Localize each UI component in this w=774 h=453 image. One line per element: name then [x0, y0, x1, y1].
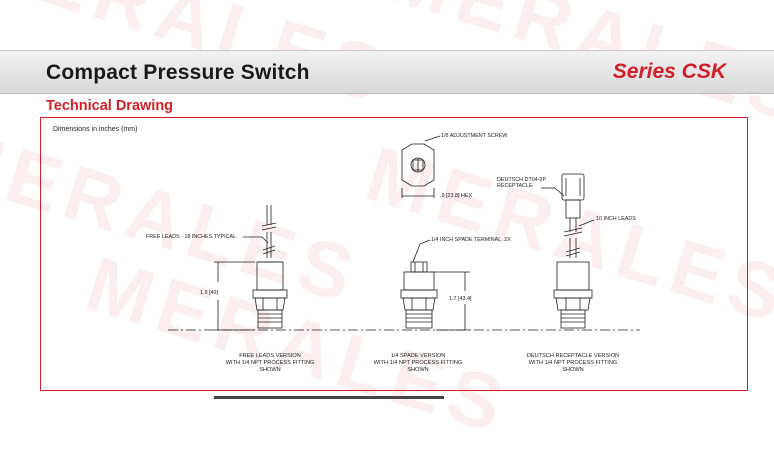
caption-line: WITH 1/4 NPT PROCESS FITTING — [373, 359, 463, 366]
caption-line: SHOWN — [259, 366, 281, 373]
deutsch-receptacle-line2: RECEPTACLE — [497, 183, 533, 190]
deutsch-receptacle-line1: DEUTSCH DT04-2P — [497, 177, 547, 183]
drawing-frame — [40, 117, 748, 391]
dimension-middle-label: 1.7 [43.4] — [449, 296, 472, 302]
technical-drawing — [168, 135, 640, 331]
section-title: Technical Drawing — [46, 98, 174, 114]
inch-leads-label: 10 INCH LEADS — [596, 216, 636, 222]
dimensions-note: Dimensions in inches (mm) — [53, 126, 138, 133]
spade-terminal-label: 1/4 INCH SPADE TERMINAL, 2X — [431, 237, 511, 243]
caption-line: WITH 1/4 NPT PROCESS FITTING — [225, 359, 315, 366]
deutsch-switch — [541, 173, 595, 329]
caption-deutsch: DEUTSCH RECEPTACLE VERSION WITH 1/4 NPT … — [508, 353, 638, 374]
caption-free-leads: FREE LEADS VERSION WITH 1/4 NPT PROCESS … — [212, 353, 328, 374]
caption-line: FREE LEADS VERSION — [239, 353, 301, 359]
caption-line: SHOWN — [562, 366, 584, 373]
page-title: Compact Pressure Switch — [46, 61, 310, 84]
caption-line: SHOWN — [407, 366, 429, 373]
series-name: Series CSK — [612, 60, 726, 83]
hex-dimension-label: .9 [23.8] HEX — [440, 193, 473, 199]
dimension-left-label: 1.9 [49] — [200, 290, 218, 296]
spade-switch — [400, 135, 470, 331]
caption-spade: 1/4 SPADE VERSION WITH 1/4 NPT PROCESS F… — [360, 353, 476, 374]
bottom-rule — [214, 396, 444, 399]
caption-line: WITH 1/4 NPT PROCESS FITTING — [528, 359, 618, 366]
caption-line: DEUTSCH RECEPTACLE VERSION — [526, 353, 620, 359]
adjustment-screw-label: 1/8 ADJUSTMENT SCREW — [441, 133, 508, 139]
deutsch-receptacle-label: DEUTSCH DT04-2P RECEPTACLE — [497, 177, 546, 190]
free-leads-label: FREE LEADS - 18 INCHES TYPICAL — [146, 234, 237, 240]
caption-line: 1/4 SPADE VERSION — [390, 353, 446, 359]
header-bar — [0, 50, 774, 94]
free-leads-switch — [214, 205, 288, 331]
